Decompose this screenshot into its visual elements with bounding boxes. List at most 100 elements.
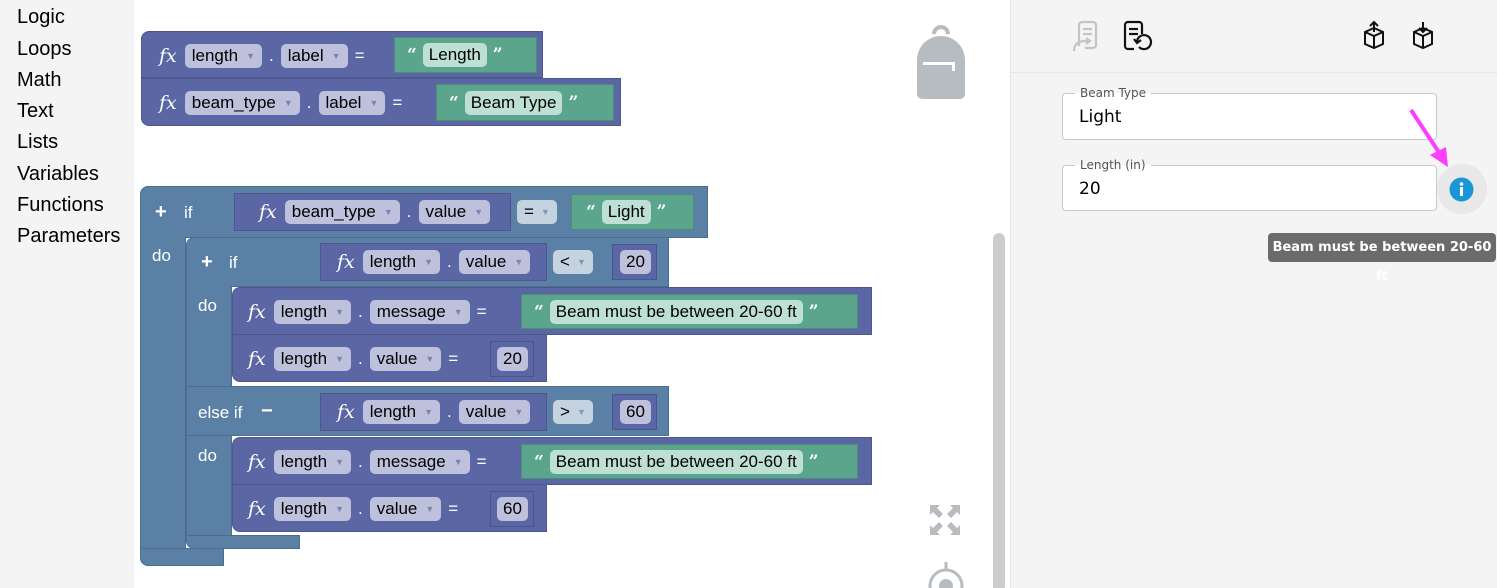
prop-dropdown[interactable]: message▼ xyxy=(369,299,470,324)
text-block[interactable]: “ Length ” xyxy=(394,37,537,73)
revert-document-icon[interactable] xyxy=(1123,20,1153,52)
length-value[interactable]: 20 xyxy=(1079,179,1101,199)
blockly-workspace[interactable]: fx length▼ . label▼ = “ Length ” fx beam… xyxy=(134,0,1010,588)
param-dropdown[interactable]: length▼ xyxy=(273,496,351,521)
category-lists[interactable]: Lists xyxy=(17,131,59,153)
prop-dropdown[interactable]: label▼ xyxy=(280,43,348,68)
text-block[interactable]: “ Beam Type ” xyxy=(436,84,614,121)
open-quote-icon: “ xyxy=(534,301,544,322)
prop-dropdown[interactable]: label▼ xyxy=(318,90,386,115)
prop-dropdown[interactable]: value▼ xyxy=(369,496,442,521)
text-value[interactable]: Light xyxy=(601,200,651,224)
getter-block-length-value[interactable]: fx length▼ . value▼ xyxy=(320,243,547,281)
if-block-inner-bottom xyxy=(186,535,300,549)
setter-block-beam-type-label[interactable]: fx beam_type▼ . label▼ = “ Beam Type ” xyxy=(141,78,621,126)
text-block[interactable]: “ Beam must be between 20-60 ft ” xyxy=(521,294,858,329)
download-package-icon[interactable] xyxy=(1410,20,1436,50)
compare-op-dropdown[interactable]: >▼ xyxy=(553,400,593,424)
beam-type-field[interactable]: Beam Type Light xyxy=(1062,86,1437,140)
category-variables[interactable]: Variables xyxy=(17,163,99,185)
number-value[interactable]: 60 xyxy=(497,497,528,521)
text-value[interactable]: Length xyxy=(422,43,487,67)
compare-op-dropdown[interactable]: =▼ xyxy=(517,200,557,224)
text-block[interactable]: “ Beam must be between 20-60 ft ” xyxy=(521,444,858,479)
function-icon: fx xyxy=(337,401,355,423)
prop-dropdown[interactable]: value▼ xyxy=(369,346,442,371)
panel-toolbar xyxy=(1011,0,1497,73)
category-parameters[interactable]: Parameters xyxy=(17,225,121,247)
function-icon: fx xyxy=(248,347,266,370)
mutator-plus-button[interactable]: + xyxy=(201,251,213,273)
if-label: if xyxy=(184,203,193,222)
preview-panel: Beam Type Light Length (in) 20 xyxy=(1010,0,1497,588)
number-value[interactable]: 20 xyxy=(497,347,528,371)
setter-block-length-value[interactable]: fx length▼ . value▼ = 20 xyxy=(232,334,547,382)
number-block[interactable]: 20 xyxy=(612,244,657,280)
do-label: do xyxy=(152,246,171,265)
text-block[interactable]: “ Light ” xyxy=(571,194,694,230)
open-quote-icon: “ xyxy=(407,45,417,65)
param-dropdown[interactable]: beam_type▼ xyxy=(184,90,300,115)
param-dropdown[interactable]: length▼ xyxy=(362,250,440,274)
function-icon: fx xyxy=(159,44,177,67)
number-value[interactable]: 60 xyxy=(620,400,651,424)
text-value[interactable]: Beam must be between 20-60 ft xyxy=(549,449,803,474)
function-icon: fx xyxy=(159,91,177,114)
open-quote-icon: “ xyxy=(534,451,544,472)
param-dropdown[interactable]: length▼ xyxy=(362,400,440,424)
param-dropdown[interactable]: length▼ xyxy=(273,449,351,474)
category-text[interactable]: Text xyxy=(17,100,54,122)
category-logic[interactable]: Logic xyxy=(17,6,65,28)
toolbox: Logic Loops Math Text Lists Variables Fu… xyxy=(0,0,134,588)
setter-block-length-message[interactable]: fx length▼ . message▼ = “ Beam must be b… xyxy=(232,287,872,335)
beam-type-value[interactable]: Light xyxy=(1079,107,1122,127)
setter-block-length-label[interactable]: fx length▼ . label▼ = “ Length ” xyxy=(141,31,543,78)
else-if-label: else if xyxy=(198,403,243,422)
prop-dropdown[interactable]: value▼ xyxy=(458,250,531,274)
function-icon: fx xyxy=(259,201,277,223)
workspace-scrollbar[interactable] xyxy=(993,233,1005,588)
length-label: Length (in) xyxy=(1075,158,1151,172)
if-block-outer-spine xyxy=(140,236,186,556)
param-dropdown[interactable]: beam_type▼ xyxy=(284,200,400,224)
if-label: if xyxy=(229,253,238,272)
param-dropdown[interactable]: length▼ xyxy=(184,43,262,68)
close-quote-icon: ” xyxy=(568,92,579,113)
zoom-to-fit-icon[interactable] xyxy=(928,503,962,537)
text-value[interactable]: Beam Type xyxy=(464,90,563,115)
getter-block-length-value[interactable]: fx length▼ . value▼ xyxy=(320,393,547,431)
recenter-icon[interactable] xyxy=(924,562,968,588)
backpack-icon[interactable] xyxy=(914,20,968,100)
beam-type-label: Beam Type xyxy=(1075,86,1152,100)
setter-block-length-value[interactable]: fx length▼ . value▼ = 60 xyxy=(232,484,547,532)
export-document-icon[interactable] xyxy=(1071,20,1101,52)
category-functions[interactable]: Functions xyxy=(17,194,104,216)
setter-block-length-message[interactable]: fx length▼ . message▼ = “ Beam must be b… xyxy=(232,437,872,485)
close-quote-icon: ” xyxy=(808,451,819,472)
param-dropdown[interactable]: length▼ xyxy=(273,299,351,324)
mutator-plus-button[interactable]: + xyxy=(155,201,167,223)
number-block[interactable]: 20 xyxy=(490,341,534,377)
info-tooltip: Beam must be between 20-60 ft xyxy=(1268,233,1496,284)
length-field[interactable]: Length (in) 20 xyxy=(1062,158,1437,211)
prop-dropdown[interactable]: value▼ xyxy=(458,400,531,424)
info-button[interactable] xyxy=(1437,164,1487,214)
text-value[interactable]: Beam must be between 20-60 ft xyxy=(549,299,803,324)
upload-package-icon[interactable] xyxy=(1361,20,1387,50)
prop-dropdown[interactable]: message▼ xyxy=(369,449,470,474)
number-value[interactable]: 20 xyxy=(620,250,651,274)
annotation-arrow-icon xyxy=(1409,108,1448,167)
close-quote-icon: ” xyxy=(808,301,819,322)
number-block[interactable]: 60 xyxy=(612,394,657,430)
remove-else-if-button[interactable]: − xyxy=(261,400,273,422)
getter-block-beam-type-value[interactable]: fx beam_type▼ . value▼ xyxy=(234,193,511,231)
number-block[interactable]: 60 xyxy=(490,491,534,527)
param-dropdown[interactable]: length▼ xyxy=(273,346,351,371)
if-block-outer-bottom xyxy=(140,548,224,566)
function-icon: fx xyxy=(248,497,266,520)
category-loops[interactable]: Loops xyxy=(17,38,72,60)
compare-op-dropdown[interactable]: <▼ xyxy=(553,250,593,274)
category-math[interactable]: Math xyxy=(17,69,62,91)
function-icon: fx xyxy=(248,300,266,323)
prop-dropdown[interactable]: value▼ xyxy=(418,200,491,224)
